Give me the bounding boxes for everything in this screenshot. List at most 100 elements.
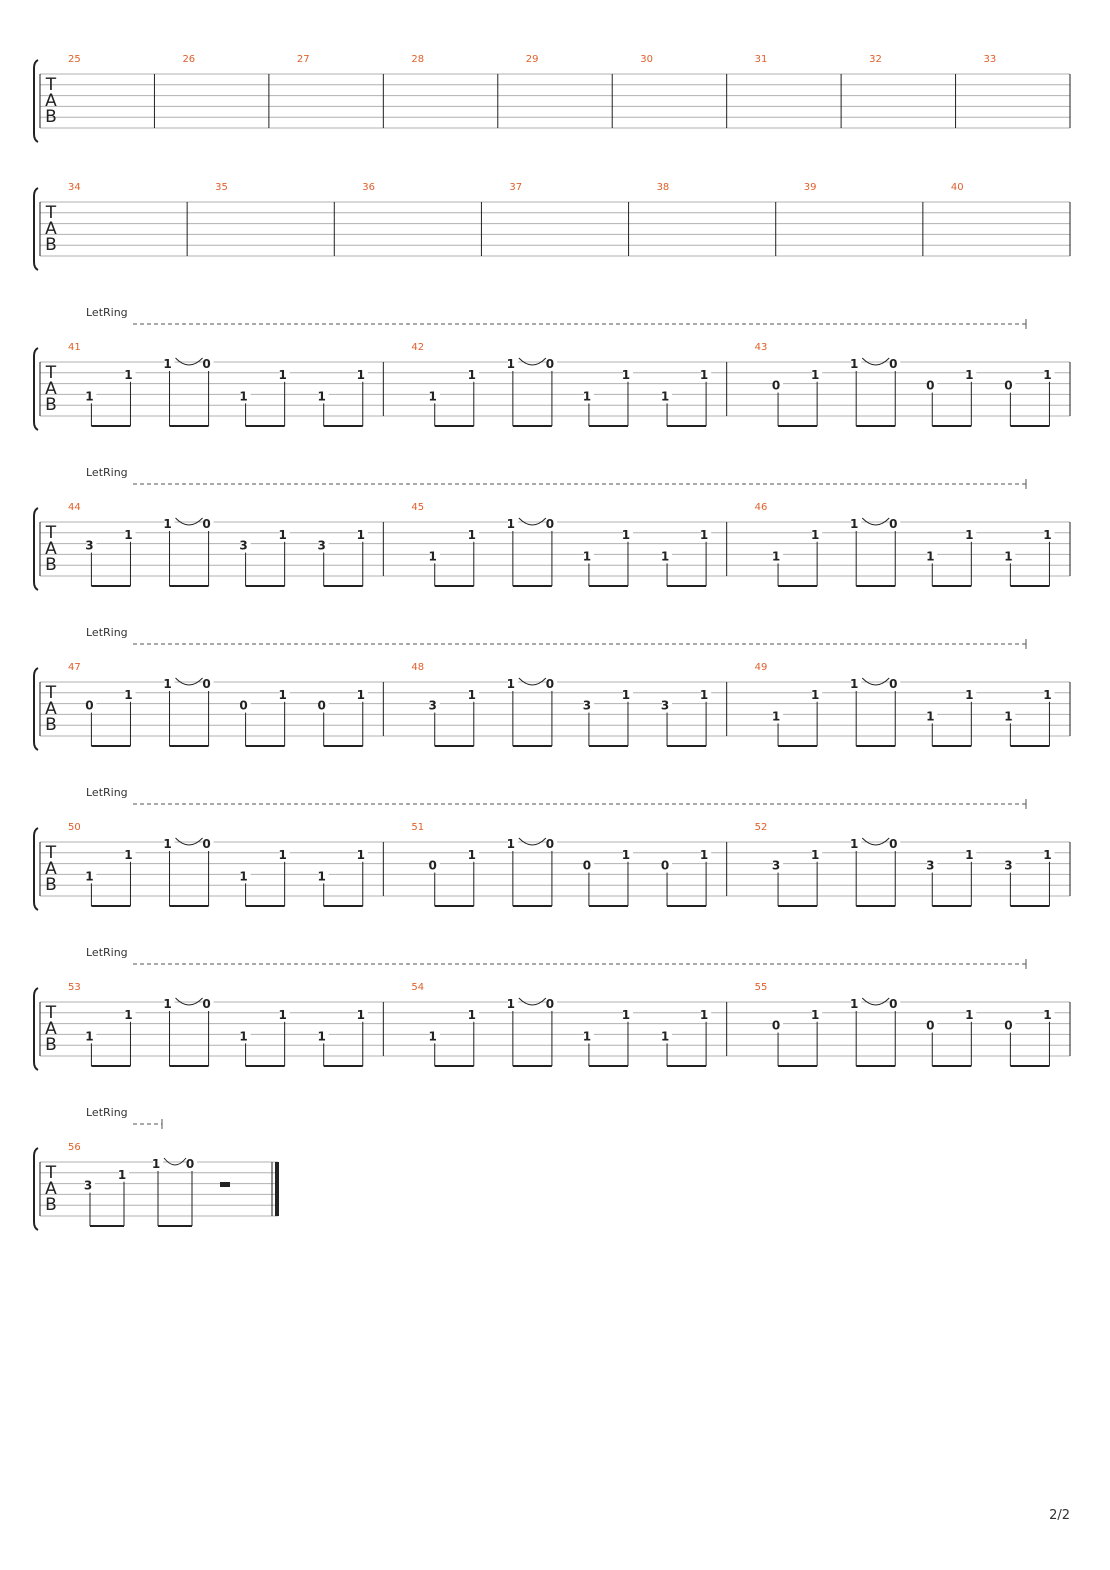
fret-number: 1 xyxy=(850,677,858,691)
fret-number: 0 xyxy=(1004,379,1012,393)
fret-bg xyxy=(622,367,633,381)
fret-bg xyxy=(927,378,938,392)
fret-bg xyxy=(1005,858,1016,872)
fret-number: 0 xyxy=(889,677,897,691)
fret-bg xyxy=(240,869,251,883)
fret-number: 1 xyxy=(278,528,286,542)
fret-bg xyxy=(927,709,938,723)
fret-number: 3 xyxy=(85,539,93,553)
measure-30: 30 xyxy=(640,54,728,128)
fret-number: 1 xyxy=(1043,528,1051,542)
fret-number: 1 xyxy=(124,528,132,542)
measure-number: 48 xyxy=(411,662,424,673)
measure-number: 27 xyxy=(297,54,310,65)
fret-bg xyxy=(546,837,557,850)
fret-bg xyxy=(1005,709,1016,723)
fret-number: 0 xyxy=(85,699,93,713)
fret-number: 3 xyxy=(583,699,591,713)
fret-number: 1 xyxy=(152,1157,160,1171)
fret-bg xyxy=(701,847,712,861)
fret-number: 1 xyxy=(811,1008,819,1022)
fret-number: 1 xyxy=(357,528,365,542)
fret-bg xyxy=(812,367,823,381)
tab-clef-letter: B xyxy=(45,555,57,575)
measure-number: 35 xyxy=(215,182,228,193)
fret-number: 1 xyxy=(661,549,669,563)
system-bracket xyxy=(33,187,39,271)
fret-bg xyxy=(966,847,977,861)
tie-arc xyxy=(175,517,203,526)
fret-bg xyxy=(86,538,97,552)
fret-bg xyxy=(357,527,368,541)
fret-number: 0 xyxy=(546,997,554,1011)
fret-number: 1 xyxy=(429,1029,437,1043)
fret-number: 0 xyxy=(186,1157,194,1171)
fret-number: 0 xyxy=(202,837,210,851)
fret-number: 1 xyxy=(507,837,515,851)
fret-bg xyxy=(546,677,557,690)
tab-clef-letter: A xyxy=(45,539,57,559)
tab-clef-letter: A xyxy=(45,379,57,399)
fret-bg xyxy=(966,1007,977,1021)
fret-bg xyxy=(279,687,290,701)
fret-bg xyxy=(240,538,251,552)
fret-bg xyxy=(1044,687,1055,701)
tab-clef-letter: B xyxy=(45,107,57,127)
system-bracket xyxy=(33,987,39,1071)
fret-number: 1 xyxy=(965,688,973,702)
fret-number: 1 xyxy=(468,528,476,542)
fret-bg xyxy=(125,847,136,861)
fret-bg xyxy=(773,858,784,872)
fret-number: 1 xyxy=(965,368,973,382)
fret-bg xyxy=(279,847,290,861)
fret-bg xyxy=(357,847,368,861)
fret-bg xyxy=(927,858,938,872)
tie-arc xyxy=(518,997,547,1006)
fret-bg xyxy=(164,997,175,1010)
fret-bg xyxy=(507,677,518,690)
measure-number: 37 xyxy=(509,182,522,193)
fret-number: 1 xyxy=(622,1008,630,1022)
fret-number: 0 xyxy=(926,379,934,393)
half-rest xyxy=(220,1182,230,1187)
let-ring-label: LetRing xyxy=(86,1106,128,1119)
tab-clef-letter: A xyxy=(45,91,57,111)
fret-number: 1 xyxy=(357,1008,365,1022)
tab-clef-letter: A xyxy=(45,859,57,879)
fret-number: 1 xyxy=(811,528,819,542)
fret-number: 1 xyxy=(622,848,630,862)
fret-number: 1 xyxy=(507,677,515,691)
fret-bg xyxy=(851,677,862,690)
tie-arc xyxy=(518,677,547,686)
fret-number: 1 xyxy=(239,869,247,883)
fret-number: 1 xyxy=(926,549,934,563)
fret-bg xyxy=(812,847,823,861)
tie-arc xyxy=(861,677,890,686)
fret-number: 3 xyxy=(1004,859,1012,873)
measure-number: 47 xyxy=(68,662,81,673)
tie-arc xyxy=(175,837,203,846)
measure-number: 52 xyxy=(755,822,768,833)
system-bracket xyxy=(33,827,39,911)
measure-number: 50 xyxy=(68,822,81,833)
fret-bg xyxy=(279,367,290,381)
tab-clef-letter: B xyxy=(45,875,57,895)
fret-bg xyxy=(1044,367,1055,381)
measure-28: 28 xyxy=(411,54,499,128)
fret-bg xyxy=(583,1029,594,1043)
fret-number: 1 xyxy=(811,848,819,862)
fret-number: 1 xyxy=(926,709,934,723)
fret-bg xyxy=(357,367,368,381)
fret-bg xyxy=(468,367,479,381)
let-ring-label: LetRing xyxy=(86,466,128,479)
fret-bg xyxy=(622,687,633,701)
fret-number: 0 xyxy=(202,517,210,531)
fret-number: 1 xyxy=(850,837,858,851)
fret-bg xyxy=(279,1007,290,1021)
